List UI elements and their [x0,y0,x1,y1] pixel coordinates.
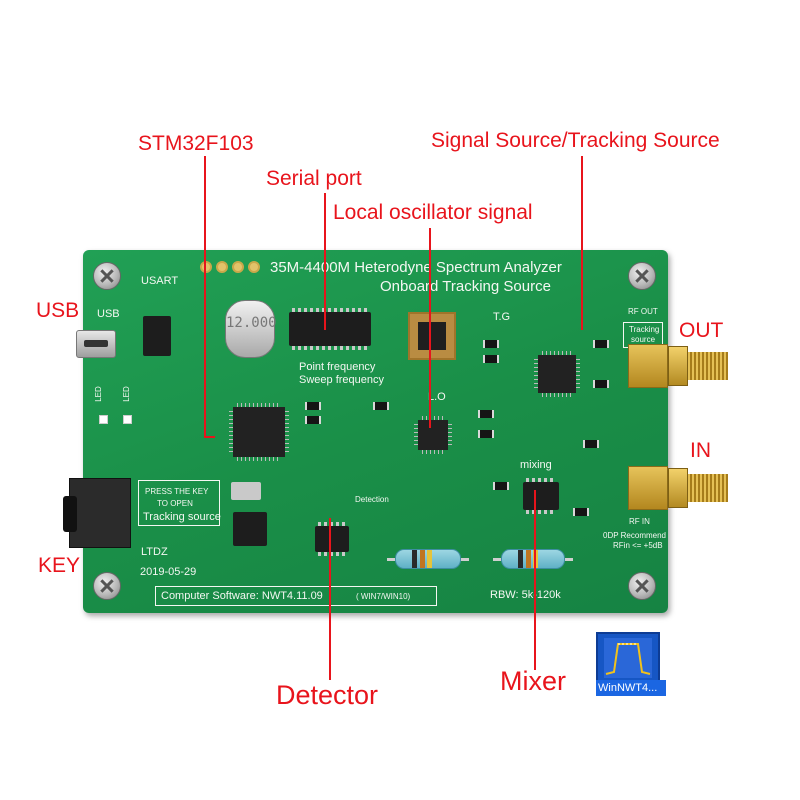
smd-component [593,340,609,348]
callout-detector: Detector [276,680,379,710]
key-note-line2: TO OPEN [157,499,193,508]
smd-component [483,355,499,363]
smd-component [573,508,589,516]
micro-usb-port [76,330,116,358]
screw-bottom-left [93,572,121,600]
rf-note-line1: 0DP Recommend [603,531,666,540]
tg-pll-chip [534,351,580,397]
callout-usb: USB [36,299,80,322]
smd-component [483,340,499,348]
key-note-box [138,480,220,526]
key-switch [69,478,131,548]
crystal-label: 12.000 [226,315,277,331]
board-title-line2: Onboard Tracking Source [380,278,551,295]
callout-mixer: Mixer [500,666,566,696]
crystal-oscillator: 12.000 [225,300,277,358]
stm32-mcu [229,403,289,461]
detector-chip [315,522,349,556]
sweep-frequency-label: Sweep frequency [299,374,384,386]
board-date: 2019-05-29 [140,566,197,578]
software-box [155,586,437,606]
key-switch-button [63,496,77,532]
tg-label: T.G [493,311,511,323]
voltage-regulator [143,316,171,356]
mixing-label: mixing [520,459,552,471]
usart-header-pin [200,261,212,273]
smd-component [583,440,599,448]
pcb-board: 35M-4400M Heterodyne Spectrum Analyzer O… [63,250,668,613]
screw-top-right [628,262,656,290]
rf-note-line2: RFin <= +5dB [613,541,663,550]
led1-pad [99,415,108,424]
screw-bottom-right [628,572,656,600]
board-title-line1: 35M-4400M Heterodyne Spectrum Analyzer [270,259,562,276]
sma-nut [668,468,688,508]
resistor-1 [395,549,461,569]
sma-base [628,344,668,388]
callout-stm32: STM32F103 [138,132,254,155]
ldo-regulator [233,512,267,546]
sma-nut [668,346,688,386]
point-frequency-label: Point frequency [299,361,376,373]
screw-top-left [93,262,121,290]
smd-component [493,482,509,490]
usb-label: USB [97,308,120,320]
tracking-source-text-2: source [631,335,656,344]
sma-thread [688,352,728,380]
usart-label: USART [141,275,179,287]
lo-pll-chip [414,416,452,454]
sma-base [628,466,668,510]
rf-out-label: RF OUT [628,307,658,316]
app-icon-caption: WinNWT4... [596,680,666,696]
led1-label: LED [93,386,103,402]
software-label: Computer Software: NWT4.11.09 [161,590,323,602]
smd-component [305,416,321,424]
software-os-label: ( WIN7/WIN10) [356,592,411,601]
callout-local-oscillator: Local oscillator signal [333,201,533,224]
key-note-line1: PRESS THE KEY [145,487,209,496]
rbw-label: RBW: 5k-120k [490,589,561,601]
key-note-line3: Tracking source [143,511,221,523]
usart-header-pin [248,261,260,273]
rf-in-label: RF IN [629,517,650,526]
app-icon-plot [604,638,652,678]
led2-pad [123,415,132,424]
detection-label: Detection [355,495,389,504]
callout-signal-source: Signal Source/Tracking Source [431,129,720,152]
resistor-2 [501,549,565,569]
local-oscillator-tcxo [408,312,456,360]
led2-label: LED [121,386,131,402]
usart-header-pin [232,261,244,273]
sma-thread [688,474,728,502]
spectrum-curve-icon [605,643,651,675]
smd-component [593,380,609,388]
usart-header-pin [216,261,228,273]
smd-component [305,402,321,410]
smd-component [478,410,494,418]
callout-key: KEY [38,554,81,577]
callout-in: IN [690,439,711,462]
callout-serial-port: Serial port [266,167,362,190]
winnwt-app-icon[interactable]: WinNWT4... [596,632,666,696]
app-icon-frame [596,632,660,682]
ltdz-label: LTDZ [141,546,168,558]
tantalum-capacitor [231,482,261,500]
callout-out: OUT [679,319,724,342]
smd-component [373,402,389,410]
lo-label: L.O [428,391,446,403]
smd-component [478,430,494,438]
mixer-chip [523,478,559,514]
serial-port-chip [289,308,371,350]
tracking-source-text-1: Tracking [629,325,660,334]
